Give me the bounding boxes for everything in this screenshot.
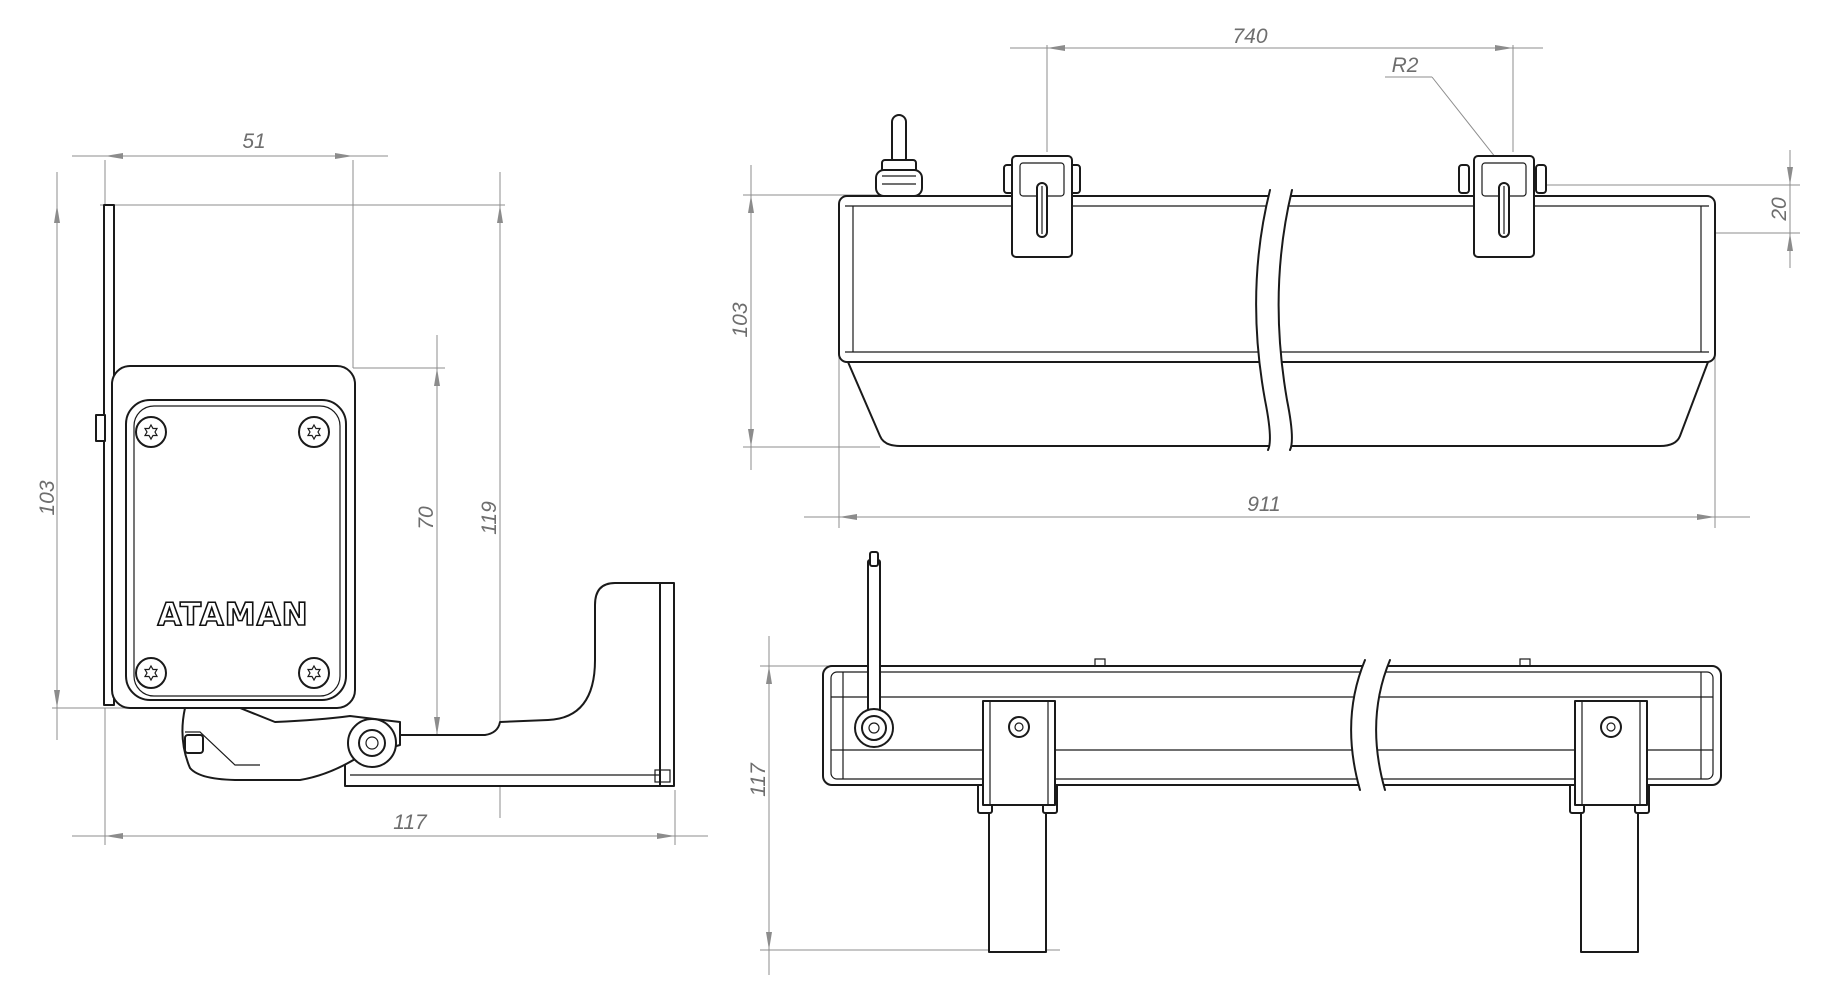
dimension-radius-r2: R2: [1385, 54, 1508, 173]
bolt-icon: [1008, 716, 1030, 738]
front-panel: [125, 399, 347, 701]
dimension-label: 119: [478, 501, 501, 535]
dimension-label: 740: [1232, 25, 1267, 48]
mounting-bracket-right: [1458, 155, 1547, 258]
cable-gland: [875, 114, 923, 197]
dimension-label: 911: [1247, 493, 1280, 516]
dimension-label: 51: [242, 130, 265, 153]
dimension-length-911: 911: [804, 350, 1750, 528]
bracket-edge: [659, 582, 675, 787]
dimension-spacing-740: 740: [1010, 25, 1543, 152]
dimension-label: R2: [1392, 54, 1419, 77]
bracket-plate-left: [982, 700, 1056, 806]
break-gap: [1351, 660, 1390, 790]
sensor-probe: [854, 551, 894, 748]
top-view: 117: [747, 551, 1722, 975]
mounting-bracket-left: [1003, 155, 1081, 258]
dimension-height-103: 103: [729, 165, 880, 470]
mounting-leg-left: [977, 778, 1058, 953]
dimension-label: 70: [415, 506, 438, 530]
dimension-label: 117: [393, 811, 428, 834]
dimension-width-117: 117: [72, 708, 708, 845]
wall-bracket: [344, 582, 671, 787]
break-gap: [1256, 190, 1292, 450]
dimension-label: 20: [1768, 197, 1791, 222]
brand-logo: ATAMAN: [157, 597, 308, 633]
dimension-label: 103: [729, 302, 752, 337]
front-view: 740 R2 20 103: [729, 25, 1800, 528]
screw-icon: [298, 416, 330, 448]
plate-clip: [95, 414, 106, 442]
screw-icon: [298, 657, 330, 689]
dimension-height-119: 119: [478, 172, 503, 818]
bracket-plate-right: [1574, 700, 1648, 806]
screw-icon: [135, 416, 167, 448]
screw-icon: [135, 657, 167, 689]
dimension-width-51: 51: [72, 130, 388, 368]
dimension-height-103: 103: [36, 172, 505, 740]
dimension-height-70: 70: [353, 335, 445, 760]
bolt-icon: [1600, 716, 1622, 738]
side-view: 51 103 70 119: [36, 130, 708, 845]
dimension-label: 117: [747, 762, 770, 797]
dimension-label: 103: [36, 480, 59, 515]
pivot-arm: [181, 707, 401, 781]
